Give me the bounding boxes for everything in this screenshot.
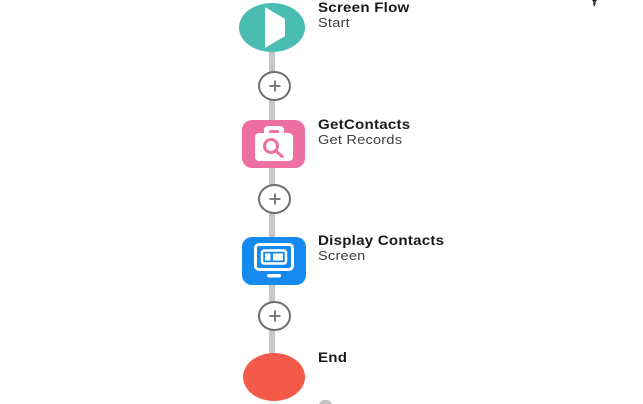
flow-node-getcontacts[interactable] bbox=[242, 120, 305, 168]
node-subtitle: Screen bbox=[318, 247, 366, 263]
add-element-button[interactable] bbox=[258, 301, 291, 331]
flow-node-start-label: Screen Flow Start bbox=[318, 0, 410, 30]
add-element-button[interactable] bbox=[258, 184, 291, 214]
node-subtitle: Start bbox=[318, 14, 350, 30]
node-subtitle: Get Records bbox=[318, 131, 403, 147]
flow-node-getcontacts-label: GetContacts Get Records bbox=[318, 117, 411, 147]
node-title: Screen Flow bbox=[318, 0, 410, 15]
plus-icon bbox=[269, 80, 280, 92]
flow-node-display-contacts[interactable] bbox=[242, 237, 306, 285]
flow-node-end[interactable] bbox=[243, 353, 305, 401]
node-title: Display Contacts bbox=[318, 233, 445, 248]
node-title: End bbox=[318, 350, 348, 365]
flow-node-display-contacts-label: Display Contacts Screen bbox=[318, 233, 445, 263]
screen-icon bbox=[254, 243, 294, 278]
record-lookup-icon bbox=[254, 126, 293, 161]
play-icon bbox=[259, 6, 285, 48]
flow-node-end-label: End bbox=[318, 350, 348, 366]
plus-icon bbox=[269, 193, 280, 205]
node-title: GetContacts bbox=[318, 117, 411, 132]
plus-icon bbox=[269, 310, 280, 322]
add-element-button[interactable] bbox=[258, 71, 291, 101]
pointer-cursor-artifact bbox=[592, 0, 597, 7]
flow-node-start[interactable] bbox=[239, 3, 305, 52]
bottom-edge-artifact bbox=[319, 400, 332, 404]
